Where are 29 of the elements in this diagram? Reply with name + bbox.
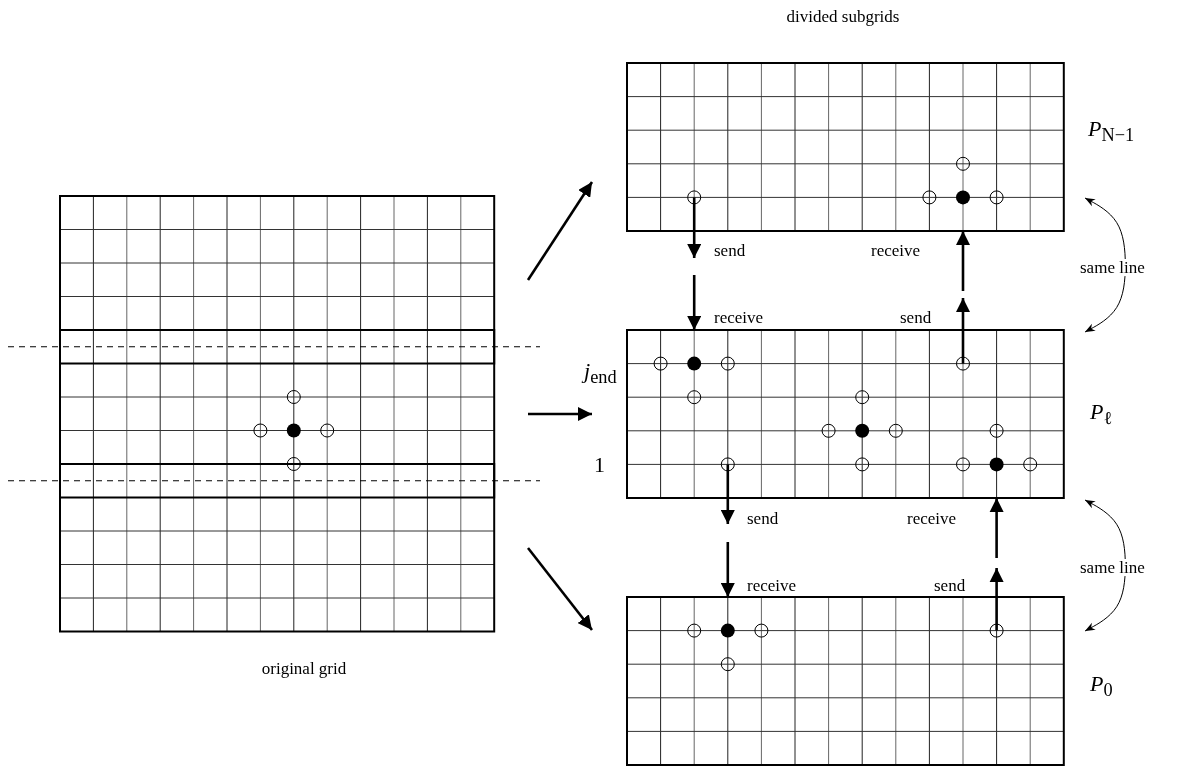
processor-label: P$_{0}$	[1090, 673, 1113, 700]
processor-label: P$_{ℓ}$	[1090, 401, 1113, 428]
arrow	[720, 542, 735, 597]
arrow	[687, 275, 702, 330]
diagram-heading: divided subgrids	[786, 8, 900, 25]
arrow	[720, 464, 735, 524]
edge-label: same line	[1079, 259, 1146, 276]
edge-label: same line	[1079, 559, 1146, 576]
arrow	[955, 298, 971, 364]
arrow	[989, 568, 1004, 631]
curved-arrow	[1084, 197, 1126, 333]
edge-label: receive	[746, 577, 798, 594]
arrow	[989, 498, 1004, 558]
arrow	[526, 547, 594, 631]
arrow	[526, 181, 594, 281]
edge-label: receive	[713, 309, 765, 326]
grid-caption: original grid	[261, 660, 347, 677]
row-index-label: 1	[594, 454, 605, 476]
arrow	[687, 197, 702, 258]
edge-label: receive	[906, 510, 958, 527]
edge-label: send	[899, 309, 933, 326]
edge-label: send	[746, 510, 780, 527]
processor-label: P$_{N−1}$	[1088, 118, 1135, 145]
edge-label: send	[933, 577, 967, 594]
edge-label: send	[713, 242, 747, 259]
arrow	[528, 406, 592, 422]
curved-arrow	[1084, 499, 1126, 632]
edge-label: receive	[870, 242, 922, 259]
arrow	[955, 231, 971, 291]
